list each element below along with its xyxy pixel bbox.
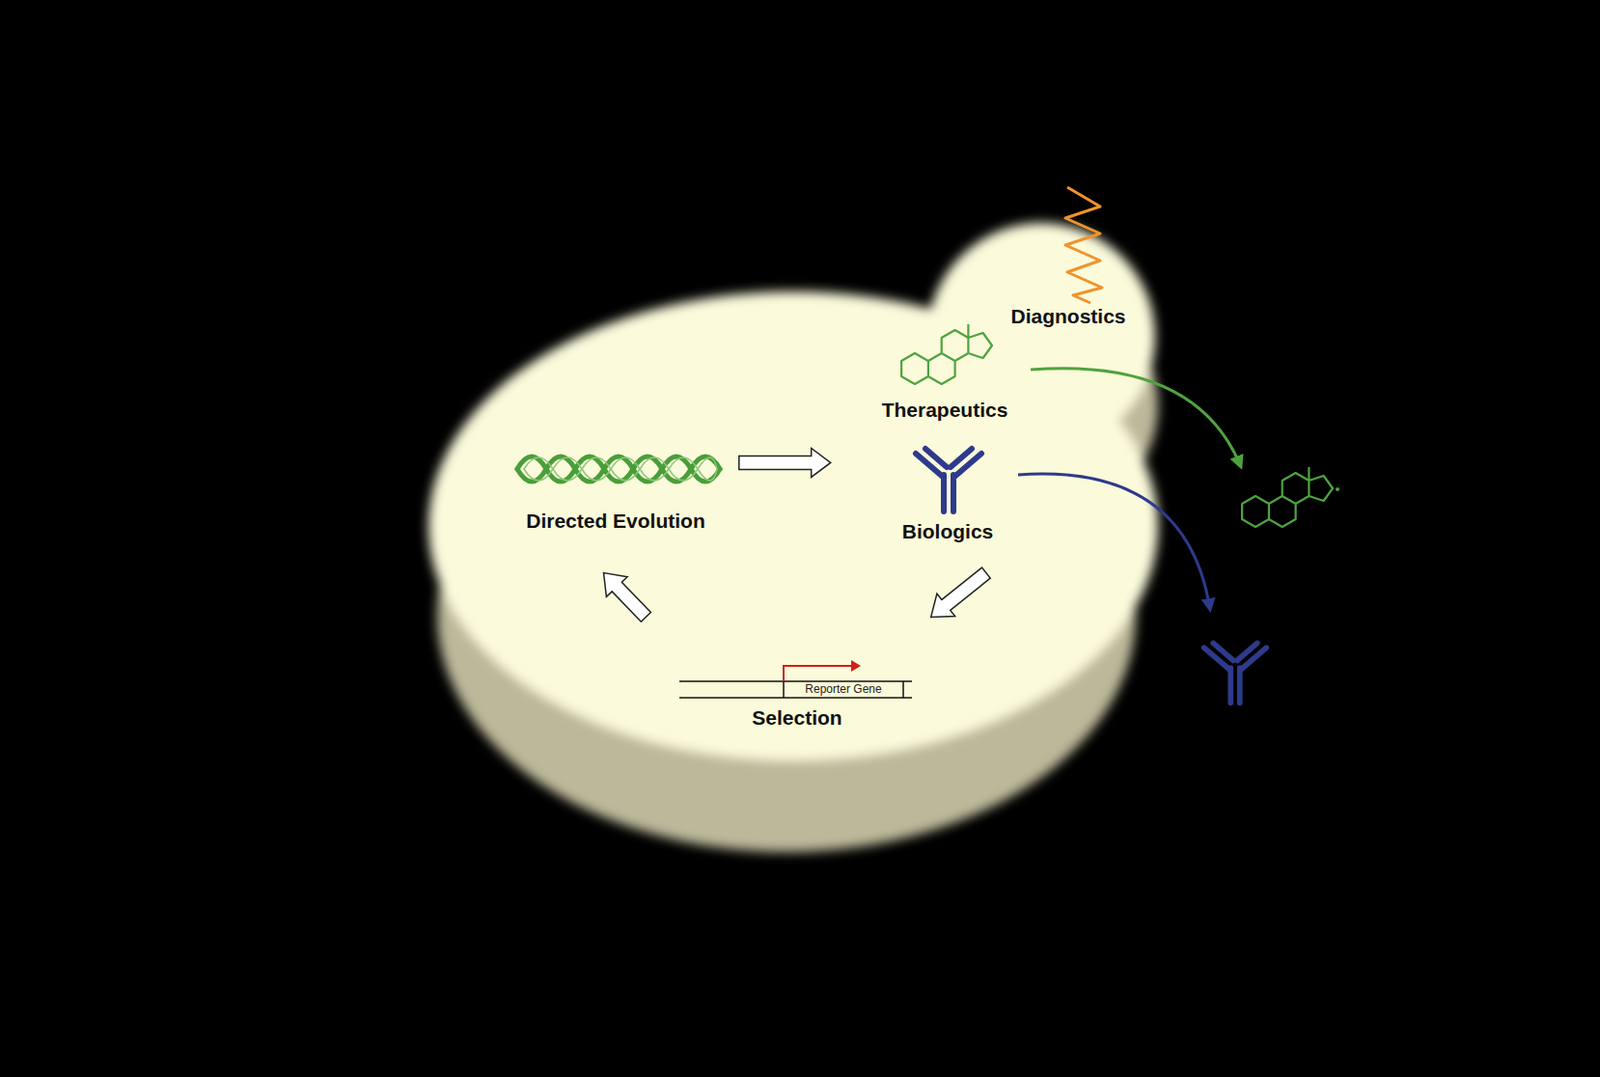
antibody-icon bbox=[1204, 642, 1268, 703]
node-text: Directed Evolution bbox=[525, 508, 706, 533]
node-text: Selection bbox=[751, 705, 842, 730]
node-label: Therapeutics bbox=[878, 395, 1013, 424]
node-label: Biologics bbox=[898, 517, 998, 546]
node-text: Biologics bbox=[902, 519, 994, 544]
node-label: Diagnostics bbox=[1006, 302, 1130, 331]
gene-label: Reporter Gene bbox=[804, 683, 882, 696]
antibody-icon bbox=[915, 448, 982, 512]
node-text: Diagnostics bbox=[1010, 303, 1126, 329]
cycle-arrow bbox=[931, 567, 991, 617]
cycle-arrow bbox=[739, 447, 831, 477]
dot bbox=[1335, 487, 1340, 492]
secretion-arrow bbox=[1018, 473, 1211, 610]
diagnostics-coil bbox=[1065, 187, 1103, 304]
steroid-icon bbox=[1241, 467, 1333, 527]
steroid-icon bbox=[901, 324, 993, 385]
node-label: Selection bbox=[747, 703, 846, 732]
reporter-gene-symbol bbox=[679, 660, 912, 698]
node-label: Directed Evolution bbox=[522, 506, 710, 535]
secretion-arrow bbox=[1030, 368, 1242, 468]
cycle-arrow bbox=[604, 573, 652, 623]
node-text: Therapeutics bbox=[882, 397, 1009, 422]
dna-helix bbox=[517, 456, 720, 482]
yeast-cell bbox=[428, 222, 1159, 853]
